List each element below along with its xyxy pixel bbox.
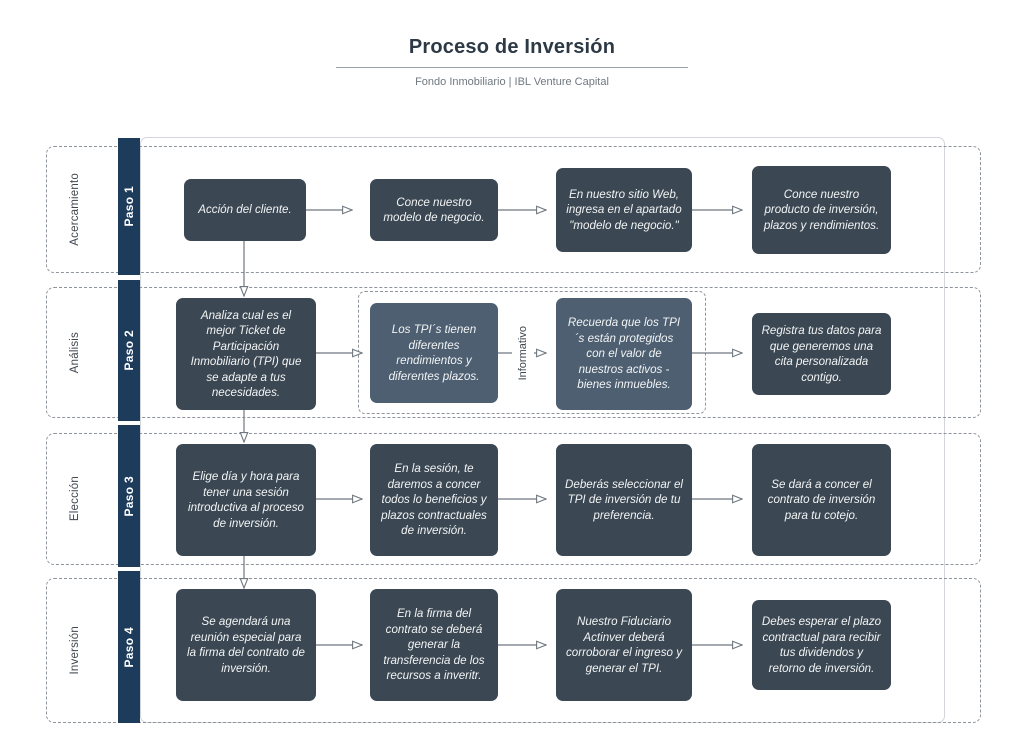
step-bar-paso-1: Paso 1 xyxy=(118,138,140,275)
process-node-text: Registra tus datos para que generemos un… xyxy=(761,324,882,384)
process-node-text: Nuestro Fiduciario Actinver deberá corro… xyxy=(566,615,682,675)
process-node-text: Los TPI´s tienen diferentes rendimientos… xyxy=(388,323,480,383)
informativo-label-text: Informativo xyxy=(517,325,529,381)
process-node-n1-2[interactable]: Conce nuestro modelo de negocio. xyxy=(370,179,498,241)
process-node-text: Se agendará una reunión especial para la… xyxy=(187,615,305,675)
process-node-text: Conce nuestro producto de inversión, pla… xyxy=(763,187,880,232)
process-node-n4-2[interactable]: En la firma del contrato se deberá gener… xyxy=(370,589,498,701)
page-subtitle: Fondo Inmobiliario | IBL Venture Capital xyxy=(415,76,609,88)
process-node-text: Acción del cliente. xyxy=(198,203,292,217)
title-divider xyxy=(336,67,688,68)
process-node-text: Se dará a concer el contrato de inversió… xyxy=(767,477,876,522)
process-node-n3-1[interactable]: Elige día y hora para tener una sesión i… xyxy=(176,444,316,556)
process-node-text: Elige día y hora para tener una sesión i… xyxy=(188,470,304,530)
process-node-n2-3[interactable]: Recuerda que los TPI´s están protegidos … xyxy=(556,298,692,410)
step-bar-paso-2: Paso 2 xyxy=(118,280,140,421)
process-node-text: En nuestro sitio Web, ingresa en el apar… xyxy=(566,187,682,232)
process-node-n2-2[interactable]: Los TPI´s tienen diferentes rendimientos… xyxy=(370,303,498,403)
step-bar-paso-4: Paso 4 xyxy=(118,571,140,723)
process-node-text: Conce nuestro modelo de negocio. xyxy=(383,195,485,225)
process-node-text: En la sesión, te daremos a concer todos … xyxy=(381,462,487,538)
process-node-text: Recuerda que los TPI´s están protegidos … xyxy=(567,316,681,392)
swimlane-inversion: Inversión xyxy=(46,578,981,723)
swimlane-acercamiento: Acercamiento xyxy=(46,146,981,273)
swimlane-eleccion: Elección xyxy=(46,433,981,565)
step-bar-paso-3: Paso 3 xyxy=(118,425,140,567)
process-node-n1-4[interactable]: Conce nuestro producto de inversión, pla… xyxy=(752,166,891,254)
process-node-text: En la firma del contrato se deberá gener… xyxy=(383,607,485,683)
process-node-n4-4[interactable]: Debes esperar el plazo contractual para … xyxy=(752,600,891,690)
page-header: Proceso de Inversión Fondo Inmobiliario … xyxy=(0,34,1024,89)
process-node-n4-1[interactable]: Se agendará una reunión especial para la… xyxy=(176,589,316,701)
process-node-n3-2[interactable]: En la sesión, te daremos a concer todos … xyxy=(370,444,498,556)
process-node-n1-3[interactable]: En nuestro sitio Web, ingresa en el apar… xyxy=(556,168,692,252)
page-title: Proceso de Inversión xyxy=(408,36,616,58)
process-node-n2-1[interactable]: Analiza cual es el mejor Ticket de Parti… xyxy=(176,298,316,410)
process-node-text: Analiza cual es el mejor Ticket de Parti… xyxy=(190,308,302,400)
process-node-n3-3[interactable]: Deberás seleccionar el TPI de inversión … xyxy=(556,444,692,556)
process-node-text: Debes esperar el plazo contractual para … xyxy=(761,615,882,675)
process-node-n3-4[interactable]: Se dará a concer el contrato de inversió… xyxy=(752,444,891,556)
process-node-n2-4[interactable]: Registra tus datos para que generemos un… xyxy=(752,313,891,395)
informativo-group-label: Informativo xyxy=(512,300,534,406)
process-node-n4-3[interactable]: Nuestro Fiduciario Actinver deberá corro… xyxy=(556,589,692,701)
process-node-text: Deberás seleccionar el TPI de inversión … xyxy=(565,477,683,522)
swimlane-analisis: Análisis xyxy=(46,287,981,418)
process-node-n1-1[interactable]: Acción del cliente. xyxy=(184,179,306,241)
